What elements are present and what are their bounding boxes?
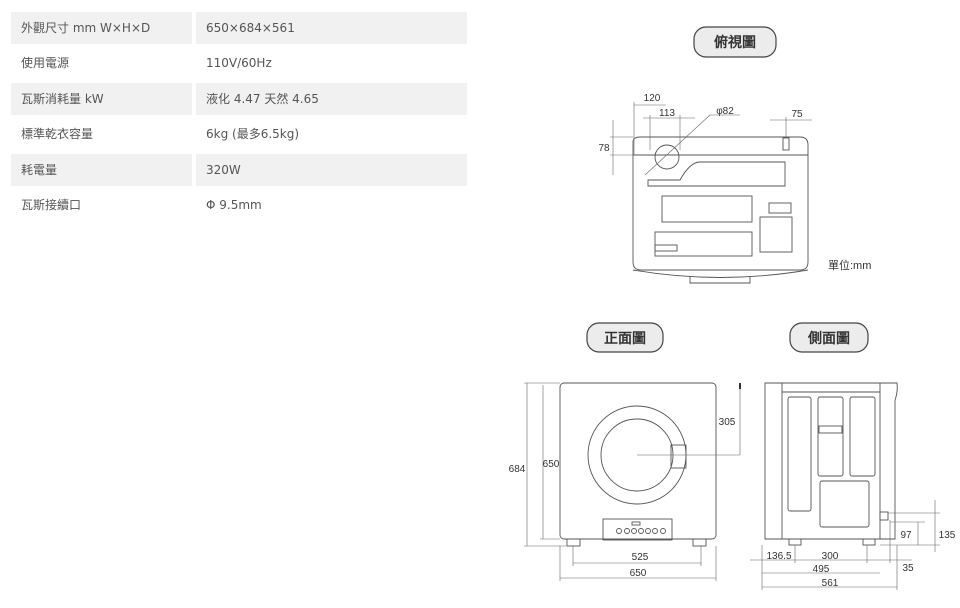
dim-135: 135 [939, 530, 956, 541]
control-panel [602, 518, 673, 541]
dim-136-5: 136.5 [766, 551, 791, 562]
dryer-side-body [764, 382, 898, 540]
spec-label: 耗電量 [11, 154, 192, 186]
spec-value: 液化 4.47 天然 4.65 [196, 83, 467, 115]
spec-label: 外觀尺寸 mm W×H×D [11, 12, 192, 44]
spec-value: 6kg (最多6.5kg) [206, 127, 300, 141]
dim-35: 35 [902, 563, 914, 574]
dim-phi82: φ82 [716, 106, 734, 117]
unit-label: 單位:mm [828, 258, 871, 272]
spec-row: 使用電源 110V/60Hz [11, 47, 467, 79]
spec-label: 使用電源 [21, 56, 70, 70]
spec-label: 標準乾衣容量 [21, 127, 94, 141]
side-view-title: 側面圖 [807, 330, 850, 346]
spec-label: 瓦斯接續口 [21, 198, 82, 212]
dim-650-width: 650 [630, 568, 647, 579]
top-view-title-pill [693, 26, 777, 58]
spec-value: Φ 9.5mm [206, 198, 262, 212]
dim-300: 300 [822, 551, 839, 562]
dim-113: 113 [659, 108, 675, 119]
top-view: 俯視圖 120 113 φ82 75 78 單位:mm [598, 26, 871, 284]
dim-305: 305 [719, 417, 736, 428]
front-view: 正面圖 684 650 305 525 650 [509, 322, 741, 581]
side-view: 側面圖 136.5 300 495 35 561 97 135 [750, 322, 956, 590]
dim-78: 78 [598, 143, 610, 154]
dim-561: 561 [822, 578, 839, 589]
dryer-front-body [559, 382, 717, 540]
spec-value: 110V/60Hz [206, 56, 272, 70]
spec-row: 標準乾衣容量 6kg (最多6.5kg) [11, 118, 467, 150]
dim-684: 684 [509, 464, 526, 475]
spec-label: 瓦斯消耗量 kW [11, 83, 192, 115]
top-view-title: 俯視圖 [714, 34, 756, 50]
dim-75: 75 [791, 109, 803, 120]
dim-650-height: 650 [543, 459, 560, 470]
dim-525: 525 [632, 552, 649, 563]
front-view-title: 正面圖 [604, 330, 646, 346]
spec-value: 320W [196, 154, 467, 186]
dim-495: 495 [813, 564, 830, 575]
spec-row: 瓦斯接續口 Φ 9.5mm [11, 189, 467, 221]
dim-97: 97 [900, 530, 912, 541]
spec-value: 650×684×561 [196, 12, 467, 44]
dryer-top-base [632, 269, 809, 284]
dryer-top-outline [632, 136, 809, 271]
dim-120: 120 [644, 93, 661, 104]
exhaust-port [654, 144, 680, 170]
